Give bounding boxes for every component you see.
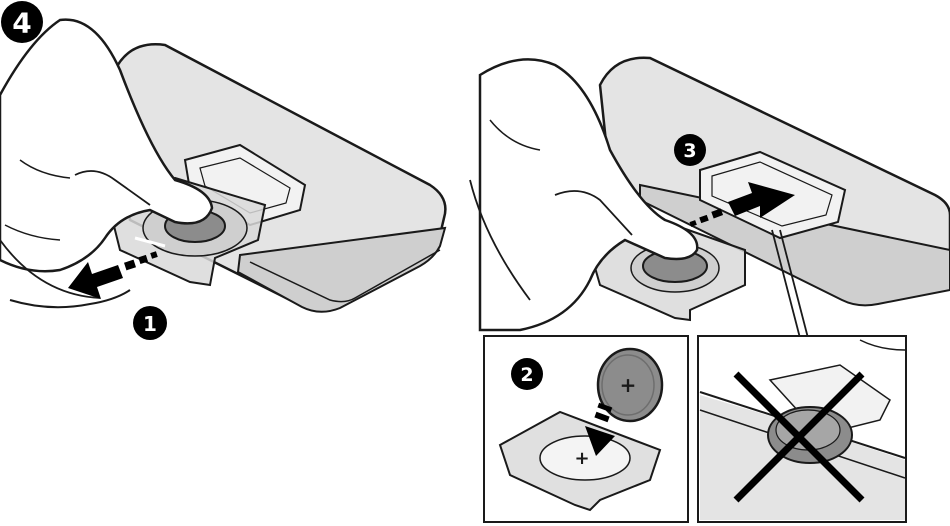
step-1-badge: 1 [133,306,167,340]
step-2-number: 2 [520,364,533,386]
battery-plus-symbol: + [620,373,637,397]
tray-plus-symbol: + [574,448,589,469]
wrong-insertion-inset [698,336,906,522]
right-scene [470,58,950,338]
step-3-number: 3 [683,140,696,162]
left-scene [0,20,445,312]
step-4-badge: 4 [1,1,43,43]
step-4-number: 4 [12,7,31,40]
step-1-number: 1 [143,312,157,336]
step-2-badge: 2 [511,358,543,390]
step-3-badge: 3 [674,134,706,166]
